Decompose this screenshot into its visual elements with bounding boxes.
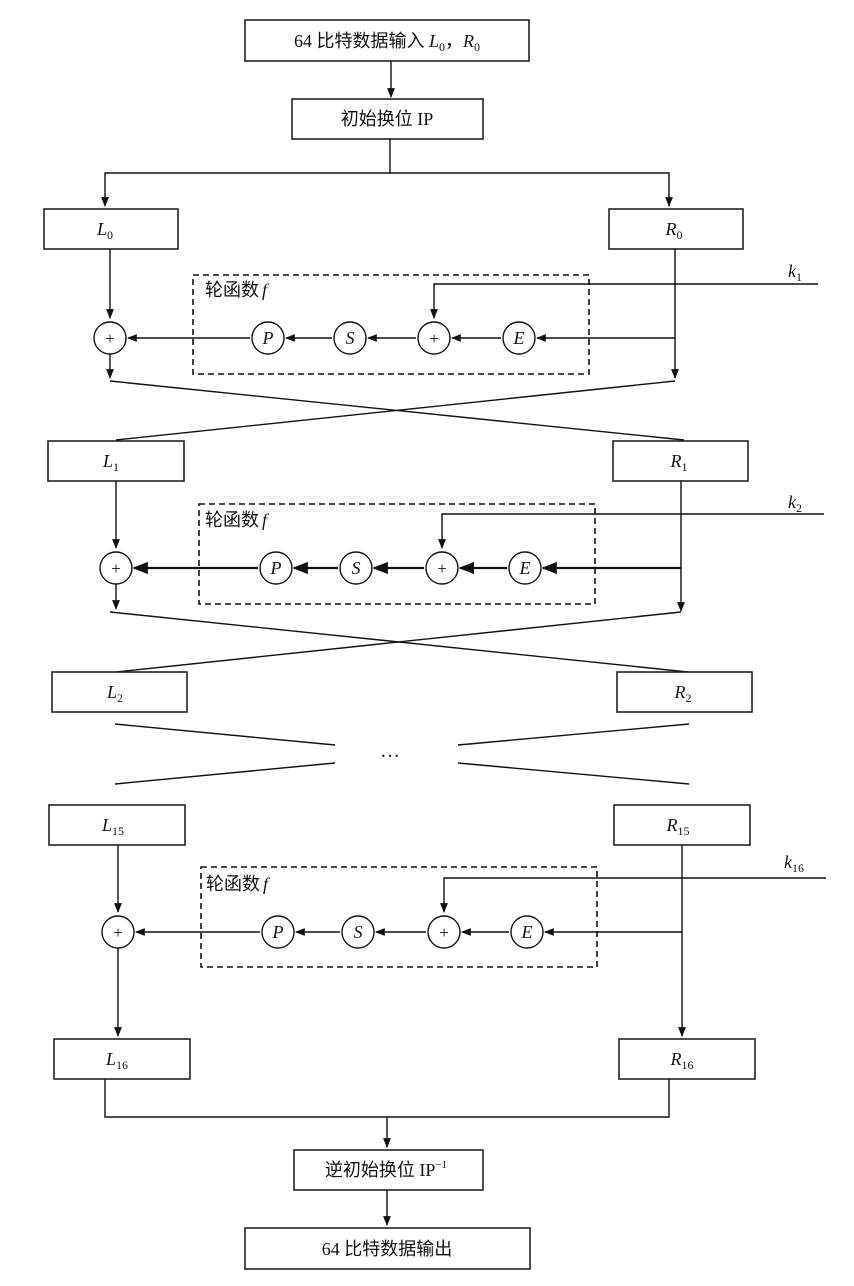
sbox-s-node — [333, 321, 367, 355]
r0-label: R0 — [665, 219, 683, 242]
r2-box — [616, 671, 753, 713]
merge-line — [104, 1079, 670, 1118]
key-label: k2 — [788, 492, 802, 515]
key-arrow — [440, 877, 826, 913]
output-box — [244, 1227, 531, 1270]
cross-line-right-to-left — [115, 611, 682, 673]
s-label: S — [352, 558, 361, 578]
key-arrow — [430, 283, 818, 319]
r15-label: R15 — [666, 815, 690, 838]
l16-box — [53, 1038, 191, 1080]
round-function-box — [200, 866, 598, 968]
p-label: P — [270, 558, 282, 578]
p-label: P — [272, 922, 284, 942]
expansion-e-node — [508, 551, 542, 585]
round-function-box — [192, 274, 590, 375]
key-label: k1 — [788, 261, 802, 284]
xor-label: + — [429, 329, 439, 348]
ellipsis-line-lower-left — [114, 762, 336, 785]
r2-label: R2 — [674, 682, 692, 705]
r15-box — [613, 804, 751, 846]
key-arrow — [438, 513, 824, 549]
permutation-p-node — [259, 551, 293, 585]
s-label: S — [346, 328, 355, 348]
ip-box — [291, 98, 484, 140]
xor-label: + — [105, 329, 115, 348]
key-label: k16 — [784, 852, 804, 875]
xor-label: + — [111, 559, 121, 578]
l0-box — [43, 208, 179, 250]
s-label: S — [354, 922, 363, 942]
r0-box — [608, 208, 744, 250]
l1-box — [47, 440, 185, 482]
ellipsis-line-upper-left — [114, 723, 336, 746]
expansion-e-node — [502, 321, 536, 355]
l2-box — [51, 671, 188, 713]
key-xor-node — [427, 915, 461, 949]
round-function-box — [198, 503, 596, 605]
permutation-p-node — [261, 915, 295, 949]
l1-label: L1 — [102, 451, 119, 474]
output-box-label: 64 比特数据输出 — [322, 1239, 453, 1259]
input-box-label: 64 比特数据输入 L0，R0 — [294, 31, 480, 54]
e-label: E — [521, 922, 533, 942]
ellipsis-line-lower-right — [457, 762, 690, 785]
expansion-e-node — [510, 915, 544, 949]
inverse-ip-label: 逆初始换位 IP−1 — [325, 1159, 447, 1180]
l15-label: L15 — [101, 815, 124, 838]
input-box — [244, 19, 530, 62]
key-xor-node — [417, 321, 451, 355]
ip-box-label: 初始换位 IP — [341, 109, 434, 129]
sbox-s-node — [339, 551, 373, 585]
l16-label: L16 — [105, 1049, 128, 1072]
l15-box — [48, 804, 186, 846]
key-xor-node — [425, 551, 459, 585]
permutation-p-node — [251, 321, 285, 355]
l0-label: L0 — [96, 219, 113, 242]
r16-box — [618, 1038, 756, 1080]
sbox-s-node — [341, 915, 375, 949]
ellipsis: … — [380, 740, 400, 762]
xor-label: + — [437, 559, 447, 578]
e-label: E — [519, 558, 531, 578]
ellipsis-line-upper-right — [457, 723, 690, 746]
r16-label: R16 — [670, 1049, 694, 1072]
e-label: E — [513, 328, 525, 348]
l2-label: L2 — [106, 682, 123, 705]
cross-line-right-to-left — [115, 380, 676, 441]
p-label: P — [262, 328, 274, 348]
split-arrow-right — [390, 172, 673, 207]
r1-label: R1 — [670, 451, 688, 474]
inverse-ip-box — [293, 1149, 484, 1191]
xor-label: + — [113, 923, 123, 942]
split-arrow-left — [101, 139, 391, 207]
xor-label: + — [439, 923, 449, 942]
